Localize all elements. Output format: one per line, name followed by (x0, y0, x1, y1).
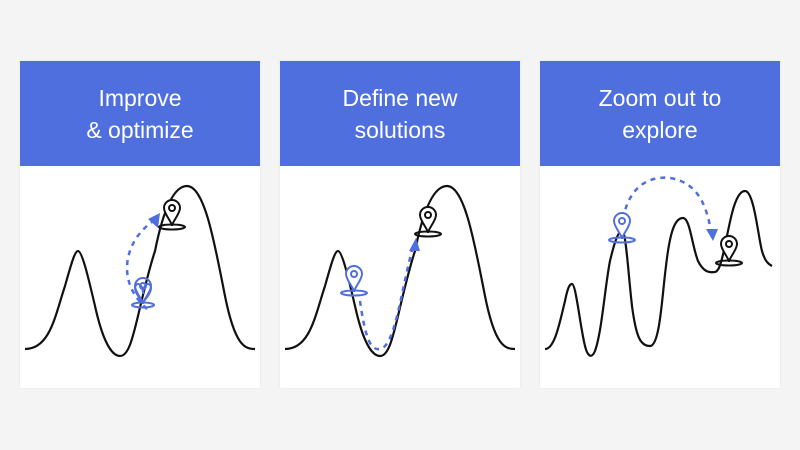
arrow-head-icon (409, 238, 420, 251)
dashed-arrow-path (621, 176, 712, 227)
arrow-head-icon (706, 229, 718, 241)
location-pin-blue-icon (608, 212, 636, 244)
card-title-line1: Improve (98, 84, 182, 111)
location-pin-blue-icon (131, 277, 155, 309)
card-zoom-out-explore: Zoom out to explore (540, 61, 780, 388)
landscape-curve (284, 184, 516, 358)
landscape-curve (24, 184, 256, 358)
landscape-diagram (544, 176, 773, 357)
card-header: Define new solutions (280, 61, 520, 166)
card-header: Zoom out to explore (540, 61, 780, 166)
dashed-arrow-path (358, 245, 415, 351)
card-title-line2: explore (622, 116, 698, 143)
landscape-diagram (284, 184, 516, 358)
location-pin-black-icon (414, 206, 442, 238)
landscape-diagram (24, 184, 256, 358)
card-define-new-solutions: Define new solutions (280, 61, 520, 388)
location-pin-black-icon (158, 199, 186, 231)
card-title-line1: Zoom out to (598, 84, 722, 111)
card-title-line2: & optimize (86, 116, 194, 143)
dashed-arrow-path (125, 220, 153, 310)
card-header: Improve & optimize (20, 61, 260, 166)
card-title-line1: Define new (342, 84, 458, 111)
arrow-head-icon (148, 213, 160, 228)
landscape-curve (544, 189, 773, 357)
location-pin-black-icon (715, 235, 743, 267)
card-title-line2: solutions (354, 116, 446, 143)
card-improve-optimize: Improve & optimize (20, 61, 260, 388)
location-pin-blue-icon (340, 265, 368, 297)
